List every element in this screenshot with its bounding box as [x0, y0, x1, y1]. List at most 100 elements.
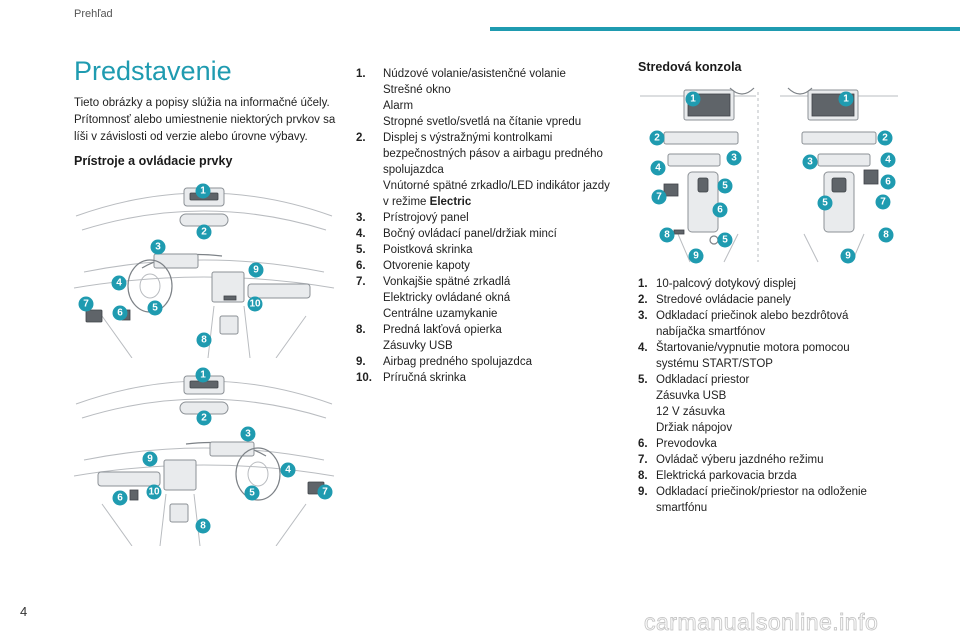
svg-text:4: 4	[655, 163, 661, 174]
list-item: 1. 10-palcový dotykový displej	[638, 278, 796, 290]
svg-text:10: 10	[249, 299, 261, 310]
callout-marker: 6	[112, 490, 128, 506]
callout-marker: 4	[650, 160, 666, 176]
callout-marker: 8	[195, 518, 211, 534]
dashboard-lhd-icon: 1 2 3 4 5 6 7 8 9 10	[73, 183, 335, 358]
callout-marker: 8	[196, 332, 212, 348]
svg-text:6: 6	[885, 177, 891, 188]
list-item: 2. Stredové ovládacie panely	[638, 294, 791, 306]
list-item: 7. Ovládač výberu jazdného režimu	[638, 454, 824, 466]
dashboard-rhd-icon: 1 2 3 4 5 6 7 8 9 10	[73, 367, 335, 546]
instruments-list: 1. Núdzové volanie/asistenčné volanie St…	[356, 66, 626, 386]
section-header: Prehľad	[74, 8, 113, 20]
console-column: Stredová konzola	[638, 60, 908, 74]
svg-text:1: 1	[200, 186, 206, 197]
svg-text:5: 5	[822, 198, 828, 209]
svg-text:1: 1	[690, 94, 696, 105]
svg-text:3: 3	[245, 429, 251, 440]
callout-marker: 4	[280, 462, 296, 478]
callout-marker: 3	[726, 150, 742, 166]
console-list: 1. 10-palcový dotykový displej 2. Stredo…	[638, 276, 908, 516]
svg-text:2: 2	[201, 227, 207, 238]
callout-marker: 6	[112, 305, 128, 321]
svg-text:9: 9	[253, 265, 259, 276]
svg-text:7: 7	[322, 487, 328, 498]
svg-text:7: 7	[880, 197, 886, 208]
callout-marker: 3	[240, 426, 256, 442]
svg-text:7: 7	[83, 299, 89, 310]
intro-paragraph: Tieto obrázky a popisy slúžia na informa…	[74, 97, 336, 143]
list-item: 6. Prevodovka	[638, 438, 717, 450]
callout-marker: 3	[150, 239, 166, 255]
callout-marker: 5	[717, 178, 733, 194]
callout-marker: 9	[840, 248, 856, 264]
callout-marker: 1	[838, 91, 854, 107]
page-number: 4	[20, 604, 28, 619]
svg-text:8: 8	[200, 521, 206, 532]
callout-marker: 1	[195, 183, 211, 199]
svg-text:9: 9	[147, 454, 153, 465]
callout-marker: 4	[880, 152, 896, 168]
svg-text:9: 9	[845, 251, 851, 262]
callout-marker: 2	[877, 130, 893, 146]
svg-text:6: 6	[117, 493, 123, 504]
callout-marker: 4	[111, 275, 127, 291]
center-console-icon: 1 2 3 4 5 6 7 8 5 9 1 2 3 4 6 5 7 8 9	[640, 87, 898, 264]
intro-column: Predstavenie Tieto obrázky a popisy slúž…	[74, 56, 336, 168]
list-item: 8. Predná lakťová opierka Zásuvky USB	[356, 324, 502, 352]
callout-marker: 7	[317, 484, 333, 500]
svg-text:4: 4	[285, 465, 291, 476]
svg-text:carmanualsonline.info: carmanualsonline.info	[644, 609, 878, 635]
callout-marker: 7	[651, 189, 667, 205]
callout-marker: 10	[247, 296, 263, 312]
console-heading: Stredová konzola	[638, 60, 742, 74]
list-item: 4. Bočný ovládací panel/držiak mincí	[356, 228, 557, 240]
svg-text:4: 4	[885, 155, 891, 166]
callout-marker: 1	[195, 367, 211, 383]
svg-text:8: 8	[664, 230, 670, 241]
page-title: Predstavenie	[74, 56, 232, 86]
svg-text:3: 3	[807, 157, 813, 168]
dashboard-lhd-illustration: 1 2 3 4 5 6 7 8 9 10	[72, 176, 336, 358]
svg-text:2: 2	[654, 133, 660, 144]
svg-text:1: 1	[200, 370, 206, 381]
list-item: 3. Prístrojový panel	[356, 212, 469, 224]
callout-marker: 8	[659, 227, 675, 243]
list-item: 5. Poistková skrinka	[356, 244, 473, 256]
svg-text:5: 5	[249, 488, 255, 499]
callout-marker: 5	[147, 300, 163, 316]
callout-marker: 2	[196, 410, 212, 426]
dashboard-rhd-illustration: 1 2 3 4 5 6 7 8 9 10	[72, 364, 336, 546]
svg-text:2: 2	[882, 133, 888, 144]
list-item: 8. Elektrická parkovacia brzda	[638, 470, 797, 482]
callout-marker: 5	[817, 195, 833, 211]
callout-marker: 2	[649, 130, 665, 146]
svg-text:2: 2	[201, 413, 207, 424]
svg-text:4: 4	[116, 278, 122, 289]
svg-text:8: 8	[883, 230, 889, 241]
callout-marker: 7	[875, 194, 891, 210]
svg-text:7: 7	[656, 192, 662, 203]
callout-marker: 9	[688, 248, 704, 264]
list-item: 5. Odkladací priestor Zásuvka USB 12 V z…	[638, 374, 750, 434]
svg-text:3: 3	[731, 153, 737, 164]
list-item: 2. Displej s výstražnými kontrolkami bez…	[356, 132, 610, 208]
svg-text:1: 1	[843, 94, 849, 105]
callout-marker: 10	[146, 484, 162, 500]
svg-text:8: 8	[201, 335, 207, 346]
header-accent-bar	[490, 27, 960, 31]
callout-marker: 1	[685, 91, 701, 107]
svg-text:6: 6	[117, 308, 123, 319]
watermark-logo: carmanualsonline.info	[644, 609, 879, 636]
callout-marker: 2	[196, 224, 212, 240]
callout-marker: 9	[142, 451, 158, 467]
callout-marker: 8	[878, 227, 894, 243]
callout-marker: 5	[717, 232, 733, 248]
svg-text:9: 9	[693, 251, 699, 262]
list-item: 9. Odkladací priečinok/priestor na odlož…	[638, 486, 867, 514]
center-console-illustration: 1 2 3 4 5 6 7 8 5 9 1 2 3 4 6 5 7 8 9	[638, 84, 900, 266]
list-item: 4. Štartovanie/vypnutie motora pomocou s…	[638, 342, 850, 370]
callout-marker: 6	[712, 202, 728, 218]
list-item: 6. Otvorenie kapoty	[356, 260, 470, 272]
callout-marker: 7	[78, 296, 94, 312]
